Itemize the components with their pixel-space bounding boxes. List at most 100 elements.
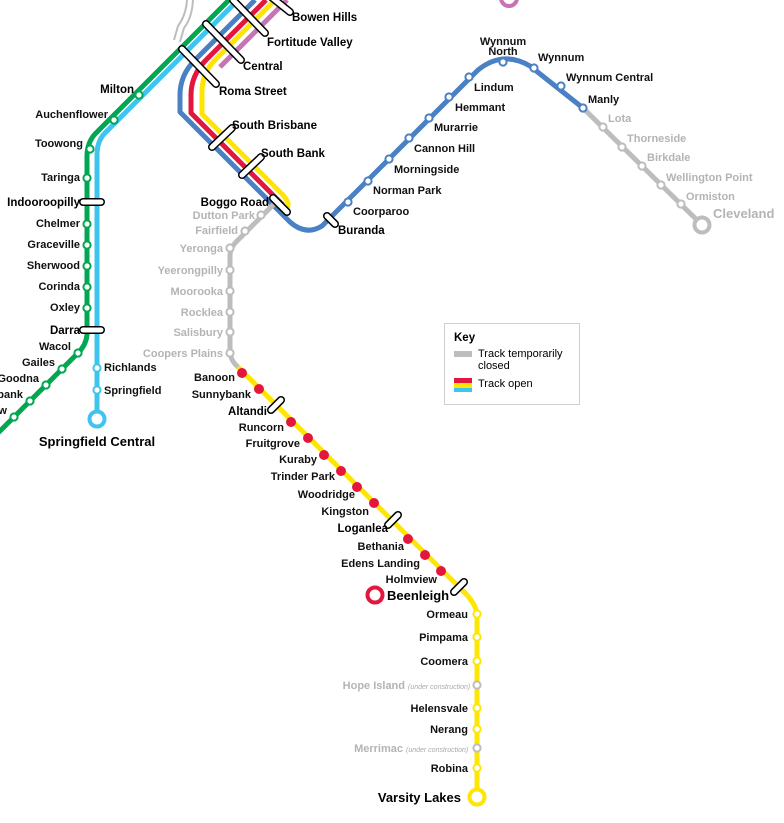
station-label[interactable]: Wellington Point (666, 172, 753, 184)
station-label[interactable]: Runcorn (239, 422, 285, 434)
station-label[interactable]: Morningside (394, 164, 459, 176)
station-label[interactable]: Birkdale (647, 152, 690, 164)
station-label[interactable]: Woodridge (298, 489, 355, 501)
station-label[interactable]: Hope Island (343, 680, 405, 692)
station-label[interactable]: Banoon (194, 372, 235, 384)
station-label[interactable]: Auchenflower (35, 109, 108, 121)
station-label[interactable]: South Bank (261, 148, 325, 160)
station-label[interactable]: Ormiston (686, 191, 735, 203)
station-marker (82, 240, 92, 250)
station-marker (598, 122, 608, 132)
station-label[interactable]: Hemmant (455, 102, 505, 114)
station-label[interactable]: Cannon Hill (414, 143, 475, 155)
station-label[interactable]: Kingston (321, 506, 369, 518)
station-label[interactable]: Nerang (430, 724, 468, 736)
station-label[interactable]: Sherwood (27, 260, 80, 272)
station-label[interactable]: Bethania (358, 541, 405, 553)
station-label[interactable]: Fortitude Valley (267, 37, 353, 49)
station-marker (82, 303, 92, 313)
station-label[interactable]: Milton (100, 84, 134, 96)
station-label[interactable]: Coopers Plains (143, 348, 223, 360)
station-label[interactable]: Toowong (35, 138, 83, 150)
station-marker (529, 63, 539, 73)
station-label[interactable]: Holmview (386, 574, 438, 586)
station-label[interactable]: Springfield (104, 385, 161, 397)
station-label[interactable]: Oxley (50, 302, 81, 314)
station-label[interactable]: Salisbury (173, 327, 223, 339)
station-label[interactable]: Loganlea (338, 523, 389, 535)
station-label[interactable]: Norman Park (373, 185, 442, 197)
station-label[interactable]: Dutton Park (193, 210, 256, 222)
station-label[interactable]: Gailes (22, 357, 55, 369)
station-marker (472, 680, 482, 690)
station-label[interactable]: Graceville (27, 239, 80, 251)
station-label[interactable]: Fruitgrove (246, 438, 300, 450)
station-label[interactable]: North (488, 46, 518, 58)
station-label[interactable]: Cleveland (713, 206, 774, 221)
station-label[interactable]: Rocklea (181, 307, 224, 319)
station-label[interactable]: Robina (431, 763, 469, 775)
station-marker (41, 380, 51, 390)
station-label[interactable]: Wynnum (538, 52, 584, 64)
interchange-bar (239, 154, 264, 178)
station-marker (444, 92, 454, 102)
station-label[interactable]: Lindum (474, 82, 514, 94)
station-label[interactable]: Coorparoo (353, 206, 410, 218)
station-marker (656, 180, 666, 190)
station-marker (254, 384, 264, 394)
station-label[interactable]: Wacol (39, 341, 71, 353)
under-construction-note: (under construction) (406, 747, 468, 754)
station-label[interactable]: Ormeau (426, 609, 468, 621)
station-label[interactable]: Beenleigh (387, 588, 449, 603)
station-label[interactable]: Taringa (41, 172, 81, 184)
station-label[interactable]: Murarrie (434, 122, 478, 134)
station-label[interactable]: Trinder Park (271, 471, 336, 483)
station-label[interactable]: Richlands (104, 362, 157, 374)
station-label[interactable]: Sunnybank (192, 389, 252, 401)
station-label[interactable]: Kuraby (279, 454, 318, 466)
station-label[interactable]: Edens Landing (341, 558, 420, 570)
key-closed-row: Track temporarily closed (454, 348, 570, 372)
station-label[interactable]: Manly (588, 94, 620, 106)
station-label[interactable]: Yeerongpilly (158, 265, 224, 277)
station-label[interactable]: Coomera (420, 656, 469, 668)
station-marker (676, 199, 686, 209)
station-label[interactable]: Thorneside (627, 133, 686, 145)
station-label[interactable]: Indooroopilly (7, 197, 80, 209)
station-marker (556, 81, 566, 91)
station-label[interactable]: Altandi (228, 406, 267, 418)
station-label[interactable]: Wynnum (480, 36, 526, 48)
station-label[interactable]: Redbank (0, 389, 24, 401)
station-label[interactable]: Merrimac (354, 743, 403, 755)
station-label[interactable]: Varsity Lakes (378, 790, 461, 805)
station-label[interactable]: Helensvale (411, 703, 468, 715)
interchange-bar (270, 0, 293, 15)
closed-loop-line-2 (173, 0, 188, 41)
station-label[interactable]: Central (243, 61, 283, 73)
station-marker (225, 307, 235, 317)
station-label[interactable]: South Brisbane (232, 120, 317, 132)
station-label[interactable]: Riverview (0, 405, 7, 417)
station-label[interactable]: Springfield Central (39, 434, 155, 449)
station-label[interactable]: Goodna (0, 373, 40, 385)
station-label[interactable]: Buranda (338, 225, 385, 237)
station-label[interactable]: Roma Street (219, 86, 287, 98)
station-label[interactable]: Bowen Hills (292, 12, 357, 24)
station-label[interactable]: Corinda (38, 281, 80, 293)
station-label[interactable]: Wynnum Central (566, 72, 653, 84)
station-marker (498, 57, 508, 67)
station-marker (82, 173, 92, 183)
station-label[interactable]: Darra (50, 325, 81, 337)
station-label[interactable]: Yeronga (180, 243, 224, 255)
station-marker (25, 396, 35, 406)
station-label[interactable]: Pimpama (419, 632, 469, 644)
station-label[interactable]: Chelmer (36, 218, 81, 230)
station-marker (225, 286, 235, 296)
station-label[interactable]: Lota (608, 113, 632, 125)
station-label[interactable]: Moorooka (170, 286, 223, 298)
station-label[interactable]: Fairfield (195, 225, 238, 237)
interchange-bar (209, 125, 235, 150)
station-label[interactable]: Boggo Road (201, 197, 269, 209)
